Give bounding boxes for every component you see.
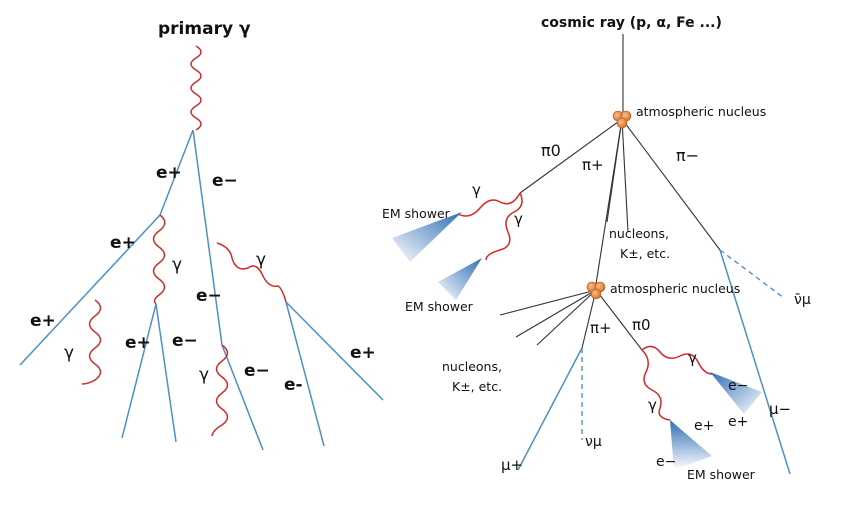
label-e-plus-top: e+ [156,163,182,183]
label-mu-minus: μ− [769,400,791,418]
label-gamma-left: γ [64,343,74,363]
e-minus-line-5 [221,344,264,451]
label-mu-plus: μ+ [501,456,523,474]
pi-minus-track-top [621,118,721,251]
photon-wave-mid [152,214,166,305]
secondary-track-2 [515,289,597,338]
left-title: primary γ [158,19,251,39]
nucleon-track-1 [621,118,629,233]
e-plus-line-2 [19,214,161,366]
label-e-plus-low: e+ [125,333,151,353]
right-title: cosmic ray (p, α, Fe ...) [541,15,722,31]
label-nucleons-2b: K±, etc. [452,379,502,394]
photon-wave-c [641,345,713,375]
label-nucleons-2a: nucleons, [442,359,502,374]
atmospheric-nucleus-2 [586,281,606,300]
e-plus-line-4 [285,301,384,401]
label-atm-nucleus-2: atmospheric nucleus [610,281,740,296]
photon-wave-a [457,192,521,217]
pi0-track-top [519,118,623,194]
photon-wave-d [641,349,671,421]
label-pi-minus-top: π− [676,146,699,165]
nucleon-track-2 [606,118,623,223]
photon-wave-left [81,299,102,385]
label-gamma-mid: γ [172,255,182,275]
label-gamma-right: γ [256,250,266,270]
label-e-plus-mid: e+ [110,233,136,253]
label-nu-mu-bar: ν̄μ [794,292,811,308]
label-e-plus-b: e+ [694,418,714,434]
label-e-minus-low2: e− [244,361,270,381]
label-e-plus-a: e+ [728,414,748,430]
label-e-minus-a: e− [728,378,748,394]
label-e-minus-low3: e- [284,375,303,395]
mu-minus-line [719,249,791,475]
label-e-minus-top: e− [212,171,238,191]
label-nucleons-1b: K±, etc. [620,246,670,261]
label-gamma-a: γ [472,181,481,199]
label-gamma-low: γ [199,365,209,385]
label-nu-mu: νμ [585,434,602,450]
em-shower-cone-2 [438,258,482,300]
label-e-minus-mid: e− [196,286,222,306]
label-atm-nucleus-1: atmospheric nucleus [636,104,766,119]
secondary-track-3 [536,289,597,346]
photon-wave-b [485,192,523,261]
pi0-track-low [595,289,643,351]
nu-mu-bar-line [719,249,785,299]
label-e-minus-b: e− [656,454,676,470]
primary-photon-wave [190,45,202,131]
label-em-shower-2: EM shower [405,299,474,314]
label-pi-plus-low: π+ [590,319,612,337]
photon-wave-low [211,344,229,437]
label-pi0-low: π0 [632,316,651,334]
em-shower-cone-3 [710,372,762,414]
label-e-plus-left: e+ [30,311,56,331]
em-shower-cone-4 [670,420,712,470]
mu-plus-line [517,347,583,471]
label-gamma-b: γ [514,210,523,228]
em-shower-cone-1 [392,212,462,262]
e-minus-line-4 [285,301,325,447]
secondary-track-1 [499,289,597,316]
pi-plus-track-low [581,289,597,349]
label-gamma-c: γ [688,349,697,367]
e-plus-line-1 [159,129,194,216]
label-e-minus-low: e− [172,331,198,351]
label-gamma-d: γ [648,396,657,414]
label-em-shower-3: EM shower [687,467,756,482]
right-cascade: cosmic ray (p, α, Fe ...) atmospheric nu… [382,15,811,482]
label-e-plus-right: e+ [350,343,376,363]
e-plus-line-3 [121,303,157,439]
label-pi0-top: π0 [541,141,561,160]
label-pi-plus-top: π+ [582,156,604,174]
left-cascade: primary γ e+ e− e+ γ e− γ e+ γ e+ e− γ e… [19,19,384,451]
photon-wave-right [216,242,287,303]
label-em-shower-1: EM shower [382,206,451,221]
e-minus-line-1 [192,129,223,346]
atmospheric-nucleus-1 [612,110,632,129]
label-nucleons-1a: nucleons, [609,226,669,241]
e-minus-line-3 [155,303,177,443]
